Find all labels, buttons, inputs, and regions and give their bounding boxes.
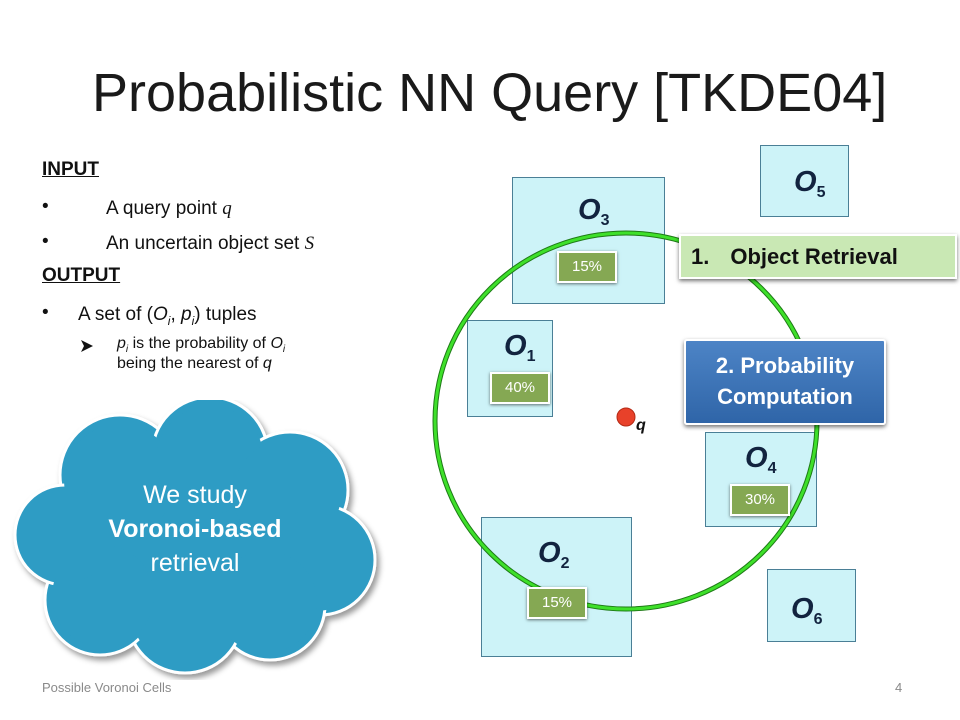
text: is the probability of	[128, 335, 271, 352]
cloud-text: We study Voronoi-based retrieval	[60, 478, 330, 580]
callout-object-retrieval: 1. Object Retrieval	[679, 234, 957, 279]
probability-badge-o3: 15%	[557, 251, 617, 283]
label-number: 4	[767, 460, 777, 477]
label-letter: O	[794, 166, 817, 198]
sub-item-line-1: pi is the probability of Oi	[117, 334, 285, 360]
subscript-i: i	[191, 313, 195, 328]
arrow-bullet-icon	[81, 340, 93, 352]
input-heading: INPUT	[42, 159, 99, 180]
var-p: p	[181, 304, 192, 325]
subscript-i: i	[282, 344, 286, 356]
var-o: O	[270, 335, 283, 352]
var-q: q	[262, 355, 272, 372]
object-box-o5	[760, 145, 849, 217]
output-heading: OUTPUT	[42, 265, 121, 286]
callout-line-1: 2. Probability	[715, 353, 855, 378]
input-item-text: A query point	[106, 198, 223, 219]
callout-probability-computation: 2. Probability Computation	[684, 339, 886, 425]
page-number: 4	[895, 680, 903, 695]
probability-badge-o4: 30%	[730, 484, 790, 516]
object-label-o2: O2	[538, 537, 569, 573]
text: A set of (	[78, 304, 153, 325]
sub-item-line-2: being the nearest of q	[117, 354, 272, 374]
object-label-o6: O6	[791, 593, 822, 629]
object-label-o3: O3	[578, 194, 609, 230]
probability-badge-o2: 15%	[527, 587, 587, 619]
cloud-line-2: Voronoi-based	[108, 515, 282, 543]
bullet-icon: •	[42, 196, 49, 217]
callout-line-2: Computation	[717, 384, 853, 409]
label-letter: O	[538, 537, 561, 569]
cloud-line-3: retrieval	[150, 549, 240, 577]
bullet-icon: •	[42, 302, 49, 323]
input-item-query-point: A query point q	[106, 198, 232, 220]
text: ,	[170, 304, 181, 325]
object-box-o6	[767, 569, 856, 642]
var-q: q	[222, 198, 232, 219]
output-item: A set of (Oi, pi) tuples	[78, 304, 257, 328]
label-letter: O	[504, 330, 527, 362]
label-number: 5	[816, 184, 826, 201]
var-o: O	[152, 304, 168, 325]
object-label-o5: O5	[794, 166, 825, 202]
object-label-o1: O1	[504, 330, 535, 366]
input-item-object-set: An uncertain object set S	[106, 233, 314, 255]
callout-text: Object Retrieval	[730, 244, 898, 269]
cloud-line-1: We study	[143, 481, 247, 509]
input-item-text: An uncertain object set	[106, 233, 305, 254]
subscript-i: i	[167, 313, 171, 328]
label-number: 3	[600, 212, 610, 229]
label-number: 6	[813, 611, 823, 628]
label-letter: O	[578, 194, 601, 226]
query-label: q	[636, 417, 646, 434]
slide-title: Probabilistic NN Query [TKDE04]	[92, 63, 888, 123]
var-s: S	[304, 233, 315, 254]
object-label-o4: O4	[745, 442, 776, 478]
label-number: 1	[526, 348, 536, 365]
query-point	[616, 407, 636, 427]
label-letter: O	[791, 593, 814, 625]
text: ) tuples	[194, 304, 257, 325]
footer-label: Possible Voronoi Cells	[42, 680, 172, 695]
subscript-i: i	[125, 344, 129, 356]
text: being the nearest of	[117, 355, 263, 372]
cloud-shape	[13, 400, 377, 675]
bullet-icon: •	[42, 231, 49, 252]
label-number: 2	[560, 555, 570, 572]
probability-badge-o1: 40%	[490, 372, 550, 404]
callout-number: 1.	[691, 244, 710, 269]
var-p: p	[117, 335, 126, 352]
label-letter: O	[745, 442, 768, 474]
